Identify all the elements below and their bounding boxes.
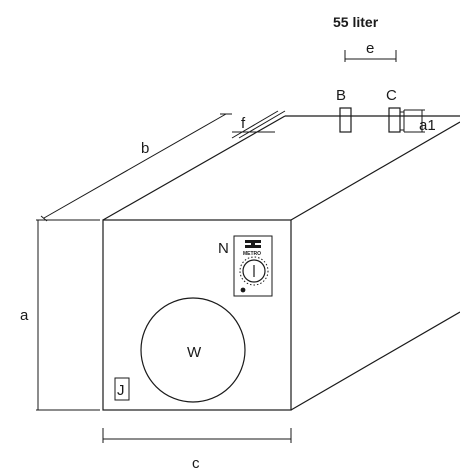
top-left-edge	[102, 115, 286, 221]
control-panel	[233, 235, 273, 297]
dim-f-label: f	[241, 115, 246, 132]
top-right-edge	[290, 121, 460, 221]
inspection-cover-label: W	[187, 344, 202, 361]
dim-c-label: c	[192, 455, 200, 472]
dim-b-tick-front	[40, 215, 48, 222]
metro-logo: METRO	[243, 240, 261, 257]
indicator-lamp-icon	[240, 287, 246, 293]
pipe-b-label: B	[336, 87, 346, 104]
control-panel-label: N	[218, 240, 229, 257]
dim-a1-label: a1	[419, 117, 436, 134]
pipe-c-label: C	[386, 87, 397, 104]
dim-f-slant-2	[238, 110, 286, 139]
capacity-title: 55 liter	[333, 14, 379, 30]
pipe-c	[388, 107, 401, 133]
inspection-cover	[140, 297, 246, 403]
dim-a-label: a	[20, 307, 29, 324]
pipe-b	[339, 107, 352, 133]
dim-b-line	[43, 113, 227, 219]
dim-b-label: b	[141, 140, 149, 157]
thermostat-dial	[242, 259, 266, 283]
j-box	[114, 377, 130, 401]
dial-scale	[239, 256, 269, 286]
dim-f-slant-1	[231, 110, 279, 139]
j-box-label: J	[117, 382, 125, 399]
dim-e-label: e	[366, 40, 374, 57]
metro-logo-text: METRO	[243, 251, 261, 257]
side-bottom-edge	[290, 311, 460, 411]
front-face	[102, 219, 292, 411]
